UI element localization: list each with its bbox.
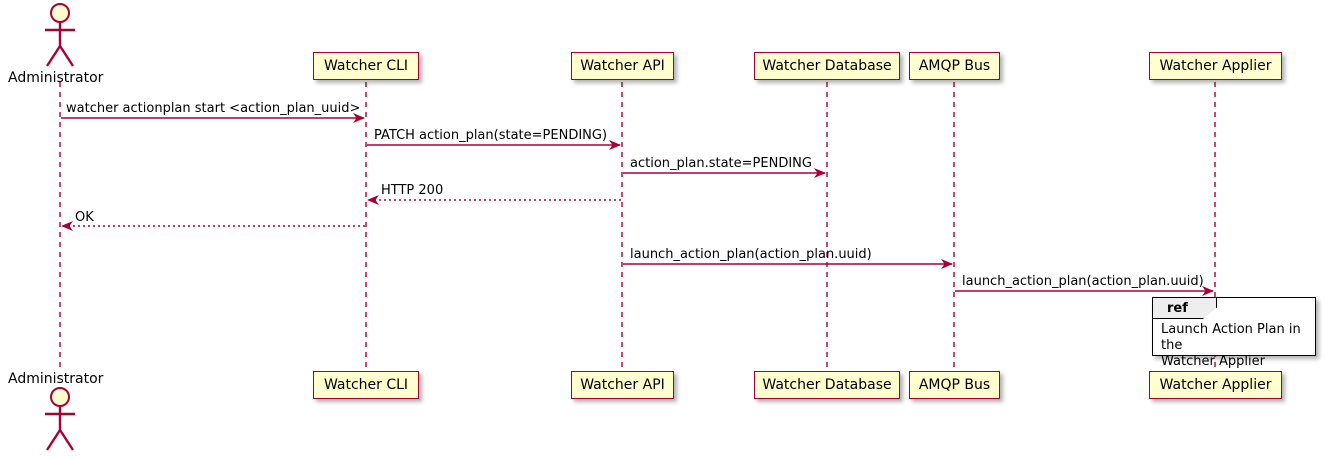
ref-fragment-body: Launch Action Plan in the Watcher Applie… xyxy=(1161,322,1301,369)
message-label-4: HTTP 200 xyxy=(381,183,444,198)
actor-figure-administrator-top xyxy=(45,3,75,67)
message-arrows xyxy=(61,113,1214,296)
participant-cli-bottom[interactable]: Watcher CLI xyxy=(313,371,419,399)
participant-amqp-top[interactable]: AMQP Bus xyxy=(909,52,1000,80)
actor-label-administrator-top: Administrator xyxy=(8,70,104,86)
participant-api-top[interactable]: Watcher API xyxy=(571,52,674,80)
participant-cli-top[interactable]: Watcher CLI xyxy=(313,52,419,80)
participant-amqp-bottom[interactable]: AMQP Bus xyxy=(909,371,1000,399)
ref-fragment-tab-label: ref xyxy=(1167,301,1188,316)
participant-applier-bottom[interactable]: Watcher Applier xyxy=(1149,371,1282,399)
actor-figures xyxy=(45,3,75,451)
message-label-6: launch_action_plan(action_plan.uuid) xyxy=(630,247,872,262)
participant-api-bottom[interactable]: Watcher API xyxy=(571,371,674,399)
message-label-3: action_plan.state=PENDING xyxy=(630,156,812,171)
message-label-2: PATCH action_plan(state=PENDING) xyxy=(374,128,608,143)
actor-figure-administrator-bottom xyxy=(45,387,75,451)
message-label-1: watcher actionplan start <action_plan_uu… xyxy=(66,101,361,116)
participant-db-bottom[interactable]: Watcher Database xyxy=(754,371,900,399)
actor-label-administrator-bottom: Administrator xyxy=(8,371,104,387)
participant-applier-top[interactable]: Watcher Applier xyxy=(1149,52,1282,80)
participant-db-top[interactable]: Watcher Database xyxy=(754,52,900,80)
message-label-5: OK xyxy=(75,210,94,225)
message-label-7: launch_action_plan(action_plan.uuid) xyxy=(962,274,1204,289)
